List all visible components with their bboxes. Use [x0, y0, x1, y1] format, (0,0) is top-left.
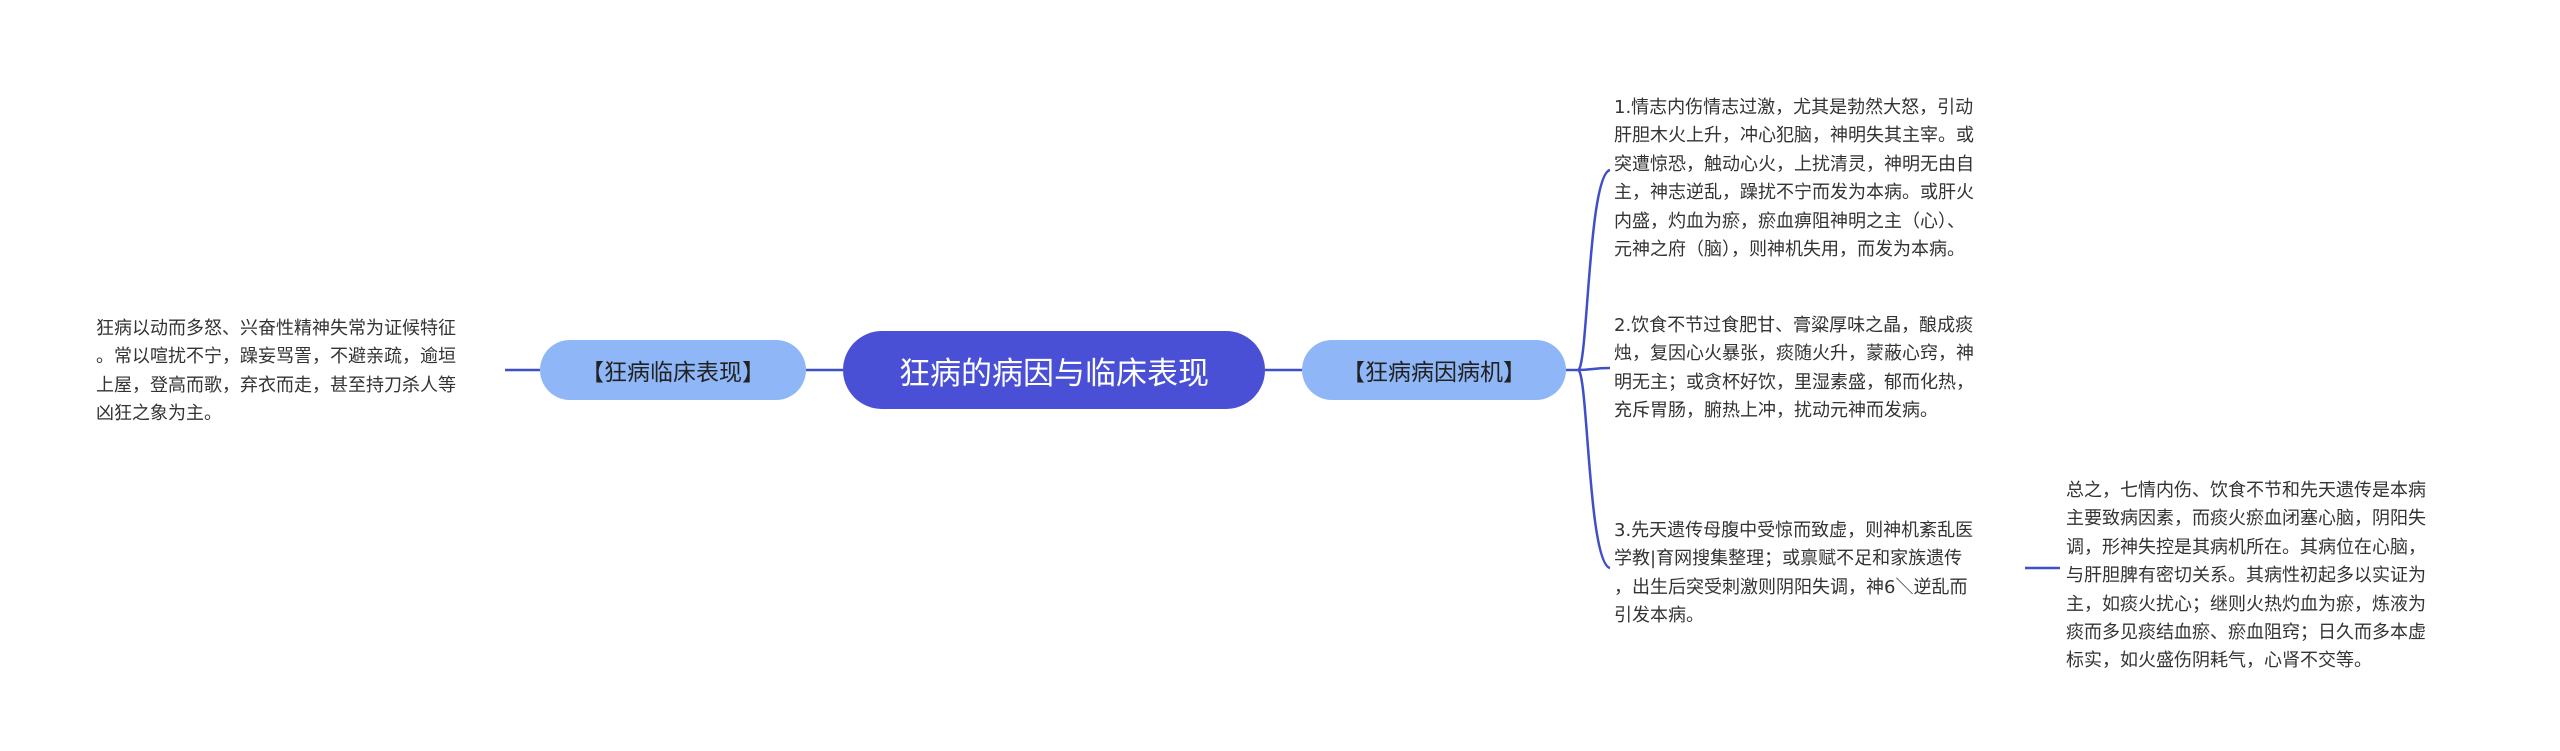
leaf-line: 2.饮食不节过食肥甘、膏粱厚味之晶，酿成痰 [1614, 315, 1974, 336]
leaf-line: 调，形神失控是其病机所在。其病位在心脑， [2066, 536, 2426, 558]
leaf-line: 学教|育网搜集整理；或禀赋不足和家族遗传 [1614, 548, 1963, 570]
connector-right-cause1 [1576, 168, 1611, 372]
leaf-line: 痰而多见痰结血瘀、瘀血阻窍；日久而多本虚 [2066, 622, 2426, 644]
leaf-line: 元神之府（脑），则神机失用，而发为本病。 [1614, 239, 1965, 261]
leaf-line: 狂病以动而多怒、兴奋性精神失常为证候特征 [96, 318, 456, 339]
leaf-line: 突遭惊恐，触动心火，上扰清灵，神明无由自 [1614, 153, 1974, 175]
root-label: 狂病的病因与临床表现 [899, 355, 1209, 392]
leaf-summary[interactable]: 总之，七情内伤、饮食不节和先天遗传是本病 主要致病因素，而痰火瘀血闭塞心脑，阴阳… [2066, 477, 2426, 676]
leaf-line: 内盛，灼血为瘀，瘀血痹阻神明之主（心）、 [1614, 210, 1965, 232]
leaf-cause-emotional[interactable]: 1.情志内伤情志过激，尤其是勃然大怒，引动 肝胆木火上升，冲心犯脑，神明失其主宰… [1614, 94, 1974, 264]
leaf-line: 充斥胃肠，腑热上冲，扰动元神而发病。 [1614, 400, 1938, 422]
connector-right-cause3 [1576, 368, 1611, 570]
leaf-cause-heredity[interactable]: 3.先天遗传母腹中受惊而致虚，则神机紊乱医 学教|育网搜集整理；或禀赋不足和家族… [1614, 517, 1973, 631]
leaf-line: 总之，七情内伤、饮食不节和先天遗传是本病 [2066, 480, 2426, 501]
leaf-line: 1.情志内伤情志过激，尤其是勃然大怒，引动 [1614, 97, 1974, 118]
leaf-clinical-text[interactable]: 狂病以动而多怒、兴奋性精神失常为证候特征 。常以喧扰不宁，躁妄骂詈，不避亲疏，逾… [96, 315, 456, 429]
leaf-line: 主要致病因素，而痰火瘀血闭塞心脑，阴阳失 [2066, 508, 2426, 530]
leaf-line: 主，神志逆乱，躁扰不宁而发为本病。或肝火 [1614, 182, 1974, 204]
leaf-line: ，出生后突受刺激则阴阳失调，神6＼逆乱而 [1614, 576, 1968, 598]
leaf-cause-diet[interactable]: 2.饮食不节过食肥甘、膏粱厚味之晶，酿成痰 烛，复因心火暴张，痰随火升，蒙蔽心窍… [1614, 312, 1974, 426]
leaf-line: 明无主；或贪杯好饮，里湿素盛，郁而化热， [1614, 371, 1974, 393]
leaf-line: 标实，如火盛伤阴耗气，心肾不交等。 [2066, 650, 2372, 672]
branch-clinical-label: 【狂病临床表现】 [581, 360, 765, 386]
leaf-line: 3.先天遗传母腹中受惊而致虚，则神机紊乱医 [1614, 520, 1974, 541]
leaf-line: 主，如痰火扰心；继则火热灼血为瘀，炼液为 [2066, 593, 2426, 615]
leaf-line: 烛，复因心火暴张，痰随火升，蒙蔽心窍，神 [1614, 343, 1974, 365]
leaf-line: 上屋，登高而歌，弃衣而走，甚至持刀杀人等 [96, 374, 456, 396]
leaf-line: 肝胆木火上升，冲心犯脑，神明失其主宰。或 [1614, 125, 1974, 147]
connector-right-cause2 [1577, 366, 1611, 372]
leaf-line: 引发本病。 [1614, 605, 1704, 627]
root-node[interactable]: 狂病的病因与临床表现 [843, 331, 1265, 409]
branch-etiology-label: 【狂病病因病机】 [1342, 360, 1526, 386]
leaf-line: 。常以喧扰不宁，躁妄骂詈，不避亲疏，逾垣 [96, 346, 456, 368]
branch-etiology-pathogenesis[interactable]: 【狂病病因病机】 [1302, 340, 1566, 400]
branch-clinical-manifestation[interactable]: 【狂病临床表现】 [540, 340, 806, 400]
leaf-line: 与肝胆脾有密切关系。其病性初起多以实证为 [2066, 565, 2426, 587]
leaf-line: 凶狂之象为主。 [96, 403, 222, 425]
